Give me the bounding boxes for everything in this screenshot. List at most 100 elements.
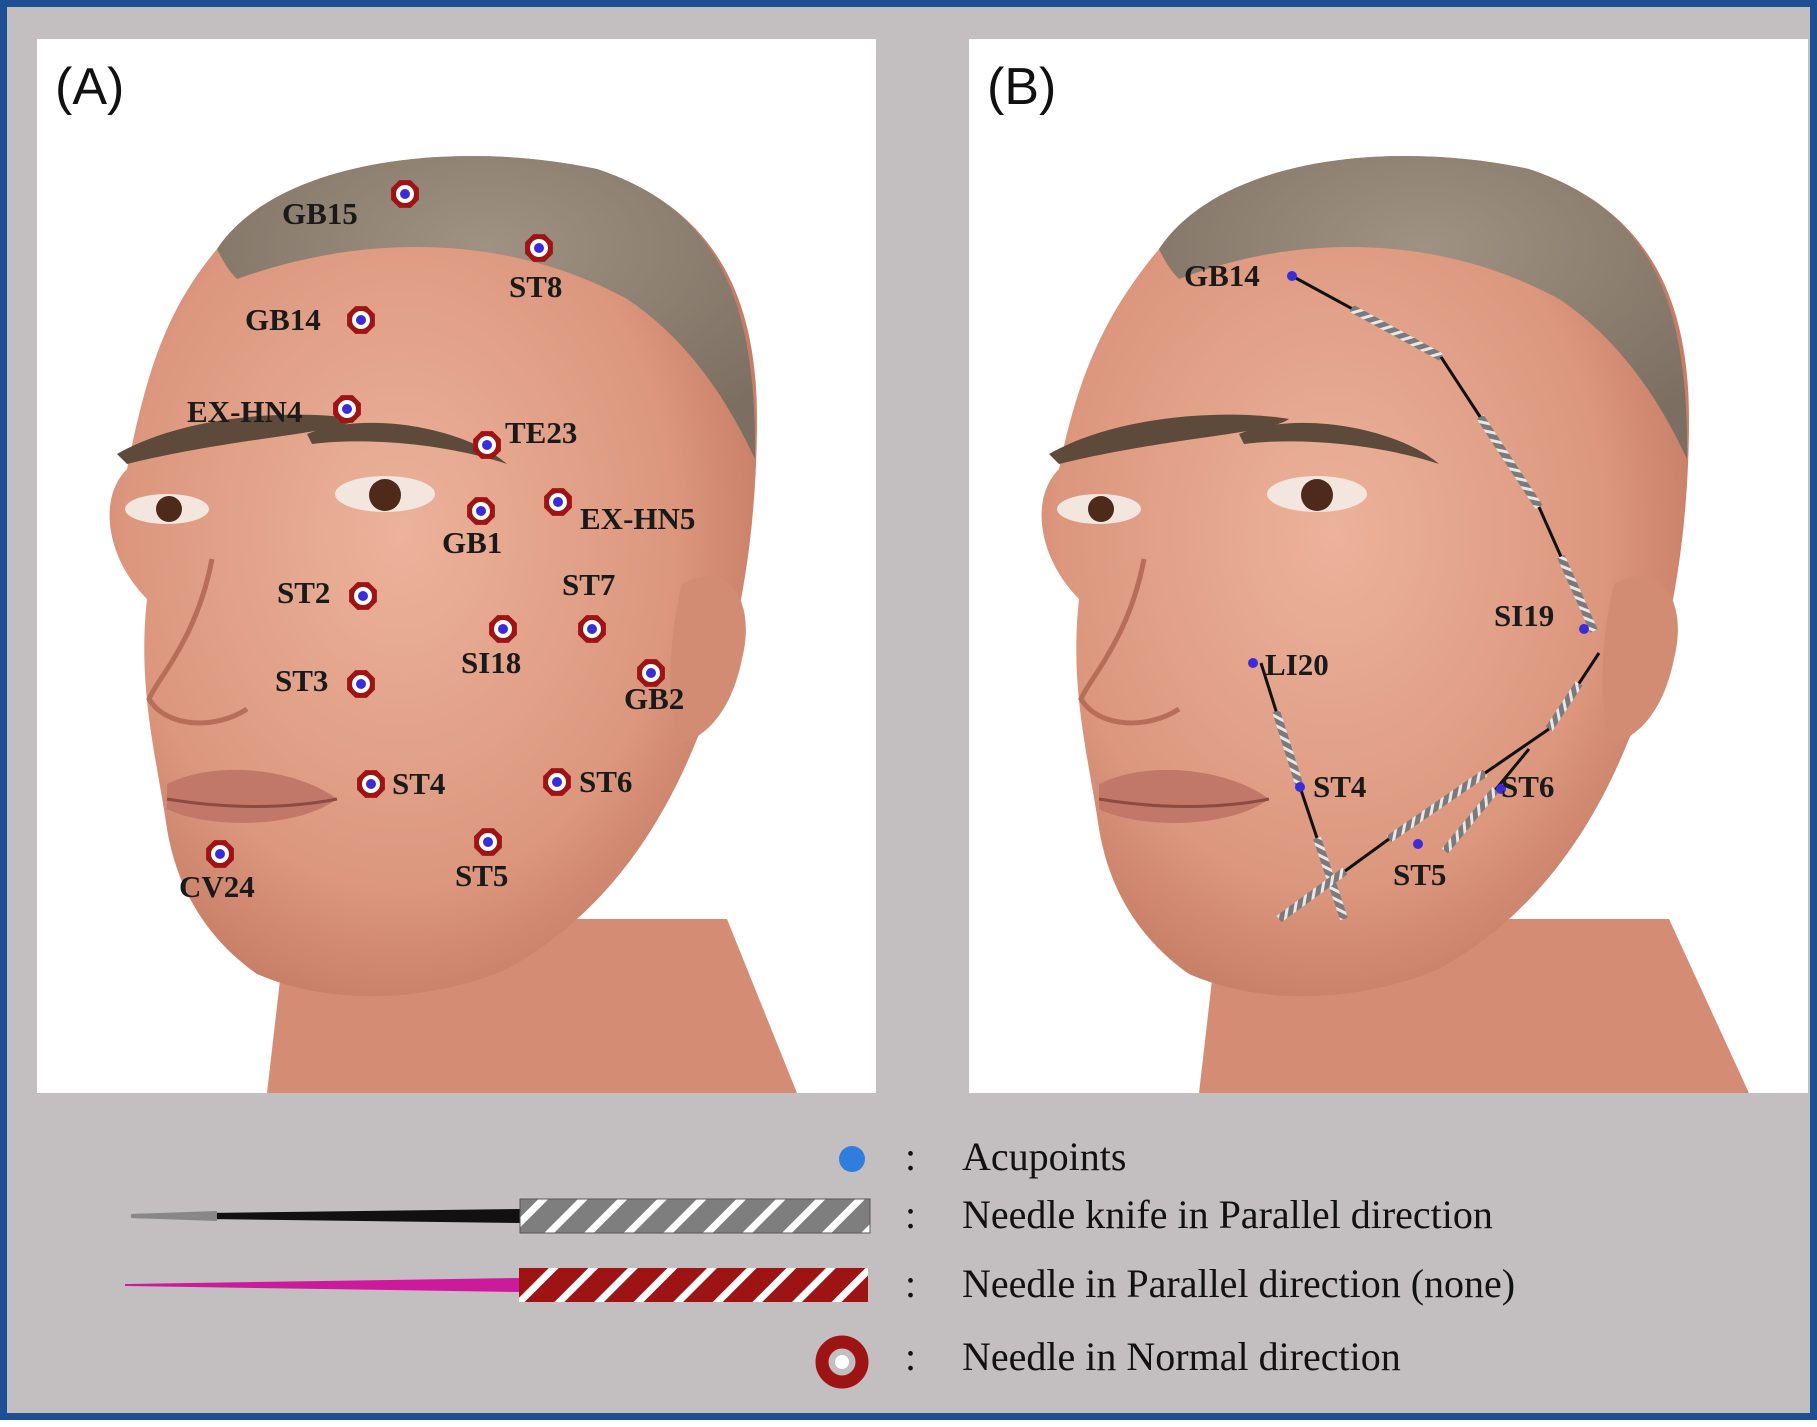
panel-b-label: (B) [987, 58, 1057, 116]
acupoint-dot [498, 624, 508, 634]
acupoint-marker-si18 [489, 615, 517, 643]
hair [1159, 155, 1688, 459]
nose [1078, 558, 1181, 726]
acupoint-label-si19: SI19 [1494, 598, 1554, 633]
acupoint-label-cv24: CV24 [179, 869, 255, 904]
acupoint-marker-ex-hn5 [544, 488, 572, 516]
acupoint-marker-gb1 [467, 497, 495, 525]
acupoint-dot [366, 779, 376, 789]
acupoint-label-st4: ST4 [1313, 769, 1366, 804]
acupoint-label-st8: ST8 [509, 269, 562, 304]
lips [167, 769, 337, 823]
acupoint-dot [356, 315, 366, 325]
acupoint-marker-st7 [578, 615, 606, 643]
acupoint-label-gb1: GB1 [442, 525, 502, 560]
acupoint-dot [646, 668, 656, 678]
face-illustration-a [109, 155, 797, 1093]
acupoint-marker-gb15 [391, 180, 419, 208]
needle-knife-path [1259, 662, 1303, 786]
acupoint-marker-gb2 [637, 659, 665, 687]
acupoint-dot-si19 [1579, 624, 1589, 634]
acupoint-label-gb14: GB14 [245, 302, 321, 337]
acupoint-dot-st6 [1496, 784, 1506, 794]
acupoint-dot [356, 679, 366, 689]
legend-needle-normal-text: Needle in Normal direction [962, 1334, 1401, 1379]
acupoint-label-st3: ST3 [275, 663, 328, 698]
acupoint-dot-gb14 [1287, 271, 1297, 281]
acupoint-label-gb2: GB2 [624, 681, 684, 716]
acupoint-label-st6: ST6 [1501, 769, 1554, 804]
acupoint-label-st5: ST5 [1393, 857, 1446, 892]
acupoint-label-st5: ST5 [455, 858, 508, 893]
legend-needle-knife-text: Needle knife in Parallel direction [962, 1192, 1493, 1237]
acupoint-label-te23: TE23 [505, 415, 577, 450]
acupoint-marker-te23 [473, 431, 501, 459]
left-eyebrow [117, 414, 357, 464]
lips [1099, 769, 1269, 823]
legend-acupoints-text: Acupoints [962, 1134, 1127, 1179]
legend: : Acupoints : Needle knife in Parallel d… [7, 1097, 1817, 1427]
needle-knife-path [1386, 727, 1550, 843]
legend-needle-icon [125, 1268, 868, 1302]
acupoint-dot [482, 440, 492, 450]
needle-knife-path [1439, 356, 1543, 510]
acupoint-label-st2: ST2 [277, 575, 330, 610]
acupoint-marker-st8 [525, 234, 553, 262]
legend-acupoint-dot [839, 1146, 865, 1172]
ear [670, 576, 746, 744]
acupoint-dot [534, 243, 544, 253]
acupoint-marker-ex-hn4 [333, 395, 361, 423]
acupoint-dot [476, 506, 486, 516]
acupoint-label-gb15: GB15 [282, 196, 358, 231]
acupoint-marker-gb14 [347, 306, 375, 334]
acupoint-dot [400, 189, 410, 199]
acupoint-label-st6: ST6 [579, 764, 632, 799]
acupoint-dot-st5 [1413, 839, 1423, 849]
acupoint-label-ex-hn5: EX-HN5 [580, 501, 695, 536]
acupoint-marker-cv24 [206, 840, 234, 868]
acupoint-label-st7: ST7 [562, 567, 615, 602]
face-illustration-b [1041, 155, 1749, 1093]
right-eyebrow [307, 422, 507, 464]
acupoint-label-li20: LI20 [1265, 647, 1329, 682]
acupoint-marker-st3 [347, 670, 375, 698]
acupoint-label-ex-hn4: EX-HN4 [187, 394, 302, 429]
acupoint-dot [358, 591, 368, 601]
acupoint-label-st4: ST4 [392, 766, 445, 801]
needle-knife-path [1537, 506, 1598, 633]
acupoint-dot [552, 777, 562, 787]
acupoint-dot [587, 624, 597, 634]
acupoint-marker-st4 [357, 770, 385, 798]
legend-colon: : [905, 1261, 917, 1306]
legend-needle-knife-icon [131, 1198, 871, 1234]
acupoint-dot-li20 [1248, 658, 1258, 668]
acupoint-dot [483, 837, 493, 847]
acupoint-marker-st6 [543, 768, 571, 796]
legend-colon: : [905, 1192, 917, 1237]
legend-normal-needle-icon [815, 1335, 869, 1389]
legend-colon: : [905, 1134, 917, 1179]
needle-knife-path [1291, 274, 1443, 361]
hair [217, 155, 756, 459]
legend-colon: : [905, 1334, 917, 1379]
needle-knife-path [1441, 748, 1531, 854]
acupoint-label-si18: SI18 [461, 645, 521, 680]
acupoint-dot [553, 497, 563, 507]
left-eyebrow [1049, 414, 1289, 464]
nose [146, 558, 249, 726]
acupoint-marker-st2 [349, 582, 377, 610]
acupoint-dot [215, 849, 225, 859]
acupoint-dot-st4 [1295, 782, 1305, 792]
needle-knife-path [1276, 837, 1390, 923]
panel-a-label: (A) [55, 58, 125, 116]
legend-needle-parallel-text: Needle in Parallel direction (none) [962, 1261, 1516, 1306]
needle-knife-path [1545, 652, 1601, 732]
acupoint-marker-st5 [474, 828, 502, 856]
right-eyebrow [1239, 422, 1439, 464]
acupoint-dot [342, 404, 352, 414]
